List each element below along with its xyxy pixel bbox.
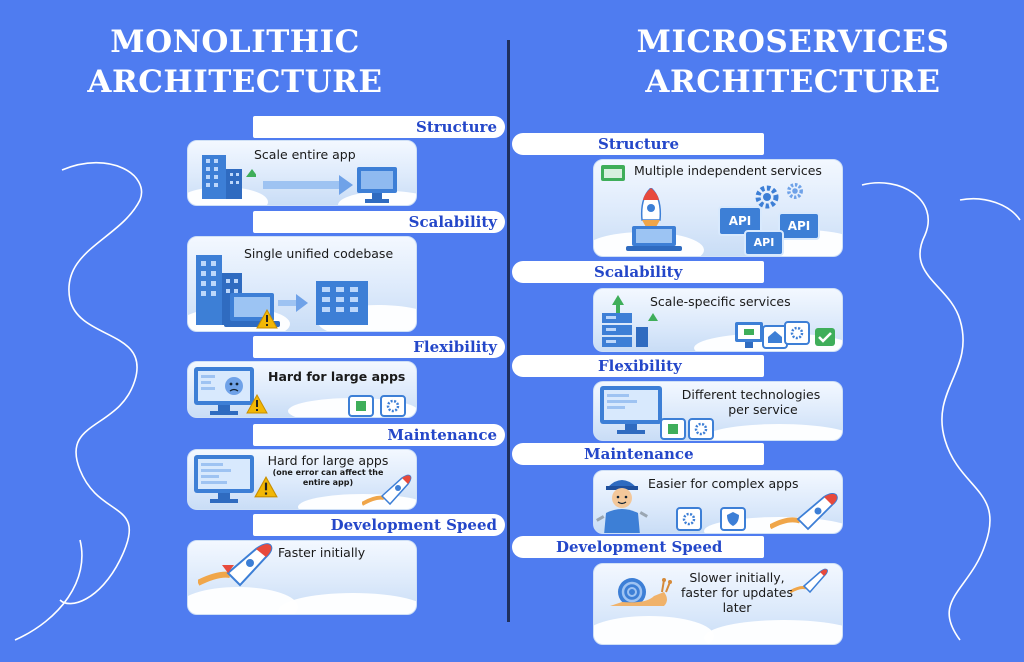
code-monitor-icon [194, 455, 254, 503]
right-speed-line1: Slower initially, [689, 570, 785, 585]
right-flexibility-label: Flexibility [512, 355, 764, 377]
right-speed-line3: later [722, 600, 752, 615]
right-scalability-text: Scale-specific services [650, 294, 791, 309]
right-structure-label: Structure [512, 133, 764, 155]
arrow-right-icon [263, 175, 353, 195]
left-maintenance-sub1: (one error can affect the [272, 468, 384, 477]
monitor-icon [357, 167, 397, 203]
left-maintenance-main: Hard for large apps [267, 453, 389, 468]
app-window-icon [601, 165, 625, 181]
microservices-title: MICROSERVICES ARCHITECTURE [628, 22, 958, 102]
arrow-right-icon [278, 294, 308, 312]
left-speed-text: Faster initially [278, 545, 366, 560]
rocket-icon [198, 543, 273, 587]
left-maintenance-label: Maintenance [253, 424, 505, 446]
left-flexibility-text: Hard for large apps [268, 369, 406, 384]
service-box-icon [348, 395, 374, 417]
rocket-icon [362, 474, 412, 506]
left-flexibility-card: Hard for large apps [187, 361, 417, 418]
gear-box-icon [784, 321, 810, 345]
rocket-icon [640, 188, 662, 236]
gear-box-icon [688, 418, 714, 440]
right-structure-text: Multiple independent services [634, 163, 822, 178]
right-maintenance-text: Easier for complex apps [648, 476, 799, 491]
left-scalability-label: Scalability [253, 211, 505, 233]
api-box-2: API [778, 212, 820, 240]
left-speed-card: Faster initially [187, 540, 417, 615]
gear-icon [755, 185, 779, 209]
code-monitor-icon [600, 386, 662, 434]
left-maintenance-text: Hard for large apps (one error can affec… [258, 453, 398, 488]
left-flexibility-label: Flexibility [253, 336, 505, 358]
right-maintenance-card: Easier for complex apps [593, 470, 843, 534]
sad-monitor-icon [194, 367, 254, 415]
right-flexibility-text: Different technologies per service [666, 387, 836, 417]
monolithic-title-line1: MONOLITHIC [110, 24, 360, 60]
server-building-icon [316, 281, 368, 325]
right-flexibility-line1: Different technologies [681, 387, 821, 402]
shield-box-icon [720, 507, 746, 531]
check-box-icon [815, 328, 835, 346]
left-structure-label: Structure [253, 116, 505, 138]
microservices-title-line1: MICROSERVICES [636, 24, 950, 60]
gear-box-icon [380, 395, 406, 417]
right-flexibility-card: Different technologies per service [593, 381, 843, 441]
left-speed-label: Development Speed [253, 514, 505, 536]
home-box-icon [762, 325, 788, 349]
warning-icon [246, 394, 268, 414]
monolithic-title-line2: ARCHITECTURE [87, 64, 383, 100]
right-flexibility-line2: per service [728, 402, 798, 417]
warning-icon [256, 309, 278, 329]
right-speed-text: Slower initially, faster for updates lat… [672, 570, 802, 615]
left-structure-card: Scale entire app [187, 140, 417, 206]
rocket-icon [790, 568, 828, 594]
right-speed-label: Development Speed [512, 536, 764, 558]
right-structure-card: API API API Multiple independent service… [593, 159, 843, 257]
right-scalability-label: Scalability [512, 261, 764, 283]
snail-icon [610, 578, 672, 606]
service-box-icon [660, 418, 686, 440]
warning-icon [254, 476, 278, 498]
laptop-icon [626, 226, 682, 251]
gear-box-icon [676, 507, 702, 531]
left-maintenance-card: Hard for large apps (one error can affec… [187, 449, 417, 510]
monitor-icon [735, 322, 763, 348]
left-maintenance-sub2: entire app) [302, 478, 354, 487]
left-structure-text: Scale entire app [254, 147, 356, 162]
gear-icon [787, 183, 803, 199]
right-speed-card: Slower initially, faster for updates lat… [593, 563, 843, 645]
api-box-3: API [744, 230, 784, 256]
server-stack-icon [602, 295, 658, 347]
right-speed-line2: faster for updates [681, 585, 793, 600]
technician-icon [596, 480, 648, 533]
microservices-title-line2: ARCHITECTURE [645, 64, 941, 100]
rocket-icon [770, 493, 838, 531]
monolithic-title: MONOLITHIC ARCHITECTURE [70, 22, 400, 102]
center-divider [507, 40, 510, 622]
left-scalability-card: Single unified codebase [187, 236, 417, 332]
right-maintenance-label: Maintenance [512, 443, 764, 465]
left-scalability-text: Single unified codebase [244, 246, 394, 261]
building-server-icon [202, 155, 256, 199]
right-scalability-card: Scale-specific services [593, 288, 843, 352]
